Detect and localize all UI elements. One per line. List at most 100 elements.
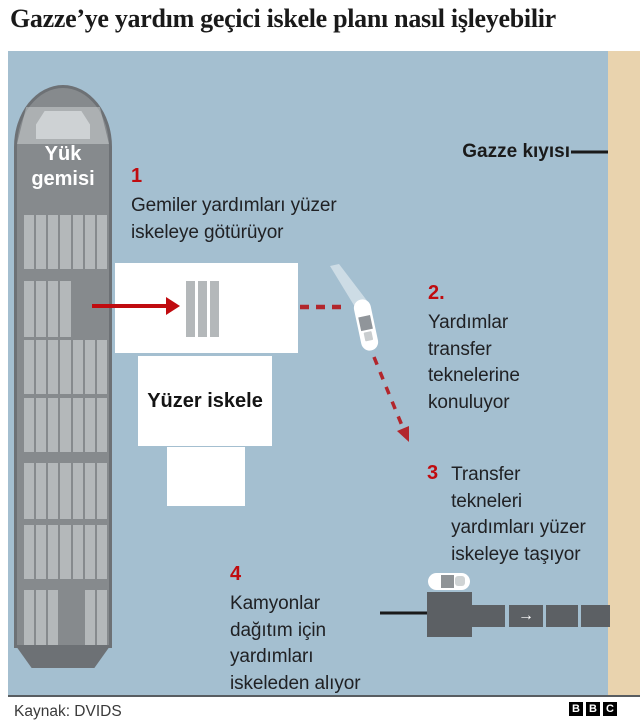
pier-container-bar <box>186 281 195 337</box>
container-slat <box>48 215 59 269</box>
step-2-number: 2. <box>428 282 445 304</box>
container-slat <box>84 463 95 519</box>
container-slat <box>84 525 95 579</box>
container-slat <box>60 398 71 452</box>
bbc-logo-block: B <box>569 702 583 716</box>
container-row <box>24 525 107 579</box>
container-slat <box>24 590 35 645</box>
pier-container-bar <box>198 281 207 337</box>
container-slat <box>36 463 47 519</box>
container-slat <box>96 590 107 645</box>
step-4: 4 Kamyonlar dağıtım için yardımları iske… <box>230 563 405 697</box>
step-3: 3 Transfer tekneleri yardımları yüzer is… <box>427 462 612 568</box>
transfer-boat <box>353 299 379 351</box>
container-slat <box>60 281 71 337</box>
bbc-logo: B B C <box>569 702 617 716</box>
container-slat <box>24 525 35 579</box>
source-credit: Kaynak: DVIDS <box>14 703 122 720</box>
container-slat <box>48 590 59 645</box>
pier-lower-section <box>167 447 245 506</box>
forward-arrow-icon: → <box>518 607 534 624</box>
step-1-number: 1 <box>131 165 143 187</box>
container-row <box>24 340 107 394</box>
causeway-segment <box>546 605 578 627</box>
transfer-boat-hull <box>353 299 379 351</box>
pier-loading-section <box>115 263 298 353</box>
container-slat <box>60 215 71 269</box>
container-slat <box>72 398 83 452</box>
container-slat <box>24 281 35 337</box>
ship-stern <box>15 646 111 668</box>
container-slat <box>96 525 107 579</box>
pier-head-platform <box>427 592 472 637</box>
container-slat <box>36 215 47 269</box>
docked-boat-cargo <box>441 575 454 588</box>
step-3-number: 3 <box>427 462 439 484</box>
empty-slot <box>60 590 70 645</box>
container-slat <box>72 525 83 579</box>
ship-bridge-roof <box>36 111 90 139</box>
empty-slot <box>85 281 95 337</box>
step-4-text: Kamyonlar dağıtım için yardımları iskele… <box>230 593 361 694</box>
docked-boat-cabin <box>455 576 465 586</box>
step-3-text: Transfer tekneleri yardımları yüzer iske… <box>451 464 586 565</box>
container-row <box>24 590 107 645</box>
container-row <box>24 463 107 519</box>
container-slat <box>24 463 35 519</box>
step-2-text: Yardımlar transfer teknelerine konuluyor <box>428 312 520 413</box>
ship-label: Yük gemisi <box>31 143 95 190</box>
empty-slot <box>73 281 83 337</box>
container-slat <box>60 463 71 519</box>
container-row <box>24 281 107 337</box>
infographic-title: Gazze’ye yardım geçici iskele planı nası… <box>10 4 556 33</box>
cargo-ship: Yük gemisi <box>14 85 112 648</box>
causeway-segment <box>581 605 610 627</box>
container-slat <box>84 215 95 269</box>
boat-route-dashes <box>372 356 405 429</box>
bbc-logo-block: B <box>586 702 600 716</box>
container-slat <box>48 525 59 579</box>
pier-container-bar <box>210 281 219 337</box>
container-slat <box>48 463 59 519</box>
container-slat <box>48 398 59 452</box>
container-slat <box>96 340 107 394</box>
floating-pier: Yüzer iskele <box>138 356 272 446</box>
container-slat <box>72 463 83 519</box>
container-slat <box>36 340 47 394</box>
container-row <box>24 398 107 452</box>
container-slat <box>96 398 107 452</box>
causeway-segment: → <box>509 605 543 627</box>
coast-label: Gazze kıyısı <box>462 141 570 162</box>
footer: Kaynak: DVIDS B B C <box>0 697 640 728</box>
empty-slot <box>97 281 107 337</box>
boat-wake <box>330 264 368 307</box>
bbc-logo-block: C <box>603 702 617 716</box>
step-2: 2. Yardımlar transfer teknelerine konulu… <box>428 282 563 416</box>
step-1: 1 Gemiler yardımları yüzer iskeleye götü… <box>131 165 393 246</box>
container-slat <box>24 215 35 269</box>
transfer-boat-cargo <box>358 314 373 332</box>
container-slat <box>84 398 95 452</box>
container-slat <box>60 525 71 579</box>
causeway-segment <box>472 605 505 627</box>
container-slat <box>60 340 71 394</box>
container-slat <box>24 340 35 394</box>
container-slat <box>96 463 107 519</box>
pier-label: Yüzer iskele <box>147 389 263 412</box>
container-slat <box>96 215 107 269</box>
container-slat <box>48 281 59 337</box>
container-slat <box>72 215 83 269</box>
diagram-sea-area: Yük gemisi <box>8 51 640 697</box>
container-slat <box>24 398 35 452</box>
empty-slot <box>73 590 83 645</box>
transfer-boat-cabin <box>363 331 374 342</box>
docked-transfer-boat <box>428 573 470 590</box>
boat-route-arrowhead <box>397 426 409 442</box>
container-slat <box>72 340 83 394</box>
container-slat <box>36 281 47 337</box>
step-4-number: 4 <box>230 563 242 585</box>
container-slat <box>36 398 47 452</box>
container-row <box>24 215 107 269</box>
container-slat <box>48 340 59 394</box>
